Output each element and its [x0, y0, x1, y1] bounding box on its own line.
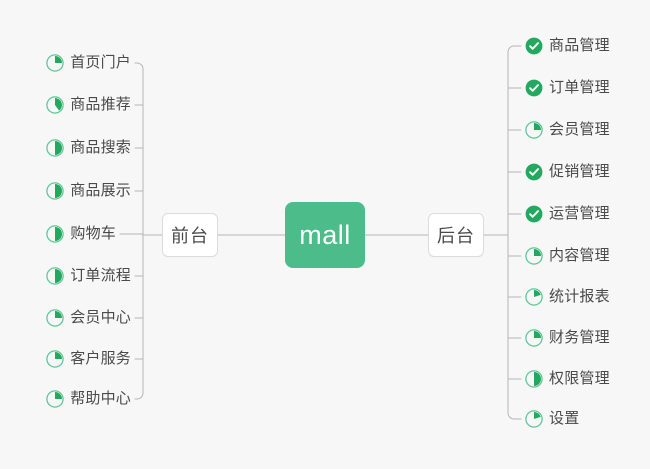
- progress-circle-icon: [525, 121, 543, 139]
- leaf-node-label: 财务管理: [549, 329, 610, 346]
- progress-circle-icon: [46, 309, 64, 327]
- check-circle-filled-icon: [525, 79, 543, 97]
- progress-circle-icon: [525, 247, 543, 265]
- leaf-node-label: 会员中心: [70, 309, 131, 326]
- leaf-node-backend-0[interactable]: 商品管理: [525, 34, 650, 58]
- leaf-node-backend-8[interactable]: 权限管理: [525, 367, 650, 391]
- check-circle-filled-icon: [525, 37, 543, 55]
- progress-circle-icon: [46, 96, 64, 114]
- progress-circle-icon: [46, 225, 65, 243]
- leaf-node-backend-5[interactable]: 内容管理: [525, 244, 650, 268]
- progress-circle-icon: [46, 350, 64, 368]
- leaf-node-label: 运营管理: [549, 205, 610, 222]
- leaf-node-label: 商品推荐: [70, 96, 131, 113]
- leaf-node-label: 帮助中心: [70, 390, 131, 407]
- progress-circle-icon: [46, 390, 64, 408]
- branch-node-backend[interactable]: 后台: [428, 213, 484, 257]
- progress-circle-icon: [46, 182, 64, 200]
- leaf-node-frontend-7[interactable]: 客户服务: [0, 347, 131, 371]
- progress-circle-icon: [525, 370, 543, 388]
- progress-circle-icon: [525, 288, 543, 306]
- leaf-node-backend-9[interactable]: 设置: [525, 407, 650, 431]
- check-circle-filled-icon: [525, 163, 543, 181]
- leaf-node-label: 商品展示: [70, 182, 131, 199]
- leaf-node-frontend-4[interactable]: 购物车: [0, 222, 116, 246]
- leaf-node-label: 统计报表: [549, 288, 610, 305]
- leaf-node-backend-1[interactable]: 订单管理: [525, 76, 650, 100]
- leaf-node-label: 首页门户: [70, 54, 131, 71]
- leaf-node-label: 商品搜索: [70, 139, 131, 156]
- leaf-node-backend-6[interactable]: 统计报表: [525, 285, 650, 309]
- leaf-node-label: 商品管理: [549, 37, 610, 54]
- branch-node-frontend-label: 前台: [171, 226, 209, 246]
- leaf-node-backend-4[interactable]: 运营管理: [525, 202, 650, 226]
- progress-circle-icon: [46, 54, 64, 72]
- leaf-node-label: 购物车: [70, 225, 116, 242]
- leaf-node-label: 客户服务: [70, 350, 131, 367]
- leaf-node-label: 会员管理: [549, 121, 610, 138]
- progress-circle-icon: [525, 410, 543, 428]
- leaf-node-label: 设置: [549, 410, 580, 427]
- check-circle-filled-icon: [525, 205, 543, 223]
- leaf-node-label: 内容管理: [549, 247, 610, 264]
- leaf-node-backend-7[interactable]: 财务管理: [525, 326, 650, 350]
- progress-circle-icon: [46, 267, 64, 285]
- leaf-node-frontend-8[interactable]: 帮助中心: [0, 387, 131, 411]
- progress-circle-icon: [525, 329, 543, 347]
- leaf-node-label: 权限管理: [549, 370, 610, 387]
- leaf-node-frontend-3[interactable]: 商品展示: [0, 179, 131, 203]
- leaf-node-frontend-6[interactable]: 会员中心: [0, 306, 131, 330]
- leaf-node-label: 订单流程: [70, 267, 131, 284]
- leaf-node-label: 促销管理: [549, 163, 610, 180]
- leaf-node-frontend-0[interactable]: 首页门户: [0, 51, 131, 75]
- leaf-node-frontend-1[interactable]: 商品推荐: [0, 93, 131, 117]
- progress-circle-icon: [46, 139, 64, 157]
- leaf-node-frontend-2[interactable]: 商品搜索: [0, 136, 131, 160]
- leaf-node-backend-3[interactable]: 促销管理: [525, 160, 650, 184]
- branch-node-backend-label: 后台: [437, 226, 475, 246]
- leaf-node-frontend-5[interactable]: 订单流程: [0, 264, 131, 288]
- branch-node-frontend[interactable]: 前台: [162, 213, 218, 257]
- leaf-node-label: 订单管理: [549, 79, 610, 96]
- root-node-mall[interactable]: mall: [285, 202, 365, 268]
- root-node-label: mall: [299, 219, 351, 250]
- leaf-node-backend-2[interactable]: 会员管理: [525, 118, 650, 142]
